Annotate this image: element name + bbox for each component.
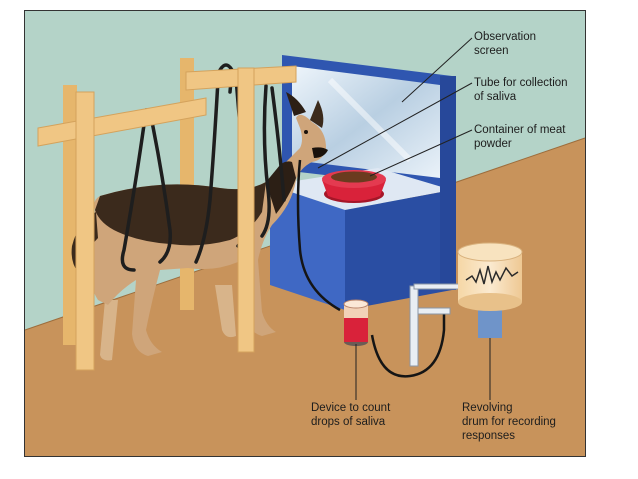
label-revolving-drum: Revolving drum for recording responses [462,401,556,443]
frame-front-post-left [76,92,94,370]
meat-powder [331,172,377,183]
table-right-post [440,76,456,290]
label-meat-container: Container of meat powder [474,123,565,151]
label-saliva-tube: Tube for collection of saliva [474,76,568,104]
table-side [345,190,452,310]
frame-back-post-right [180,58,194,310]
label-observation-screen: Observation screen [474,30,536,58]
drop-counter-device [344,300,368,346]
label-drop-counter: Device to count drops of saliva [311,401,390,429]
frame-front-post-right [238,68,254,352]
